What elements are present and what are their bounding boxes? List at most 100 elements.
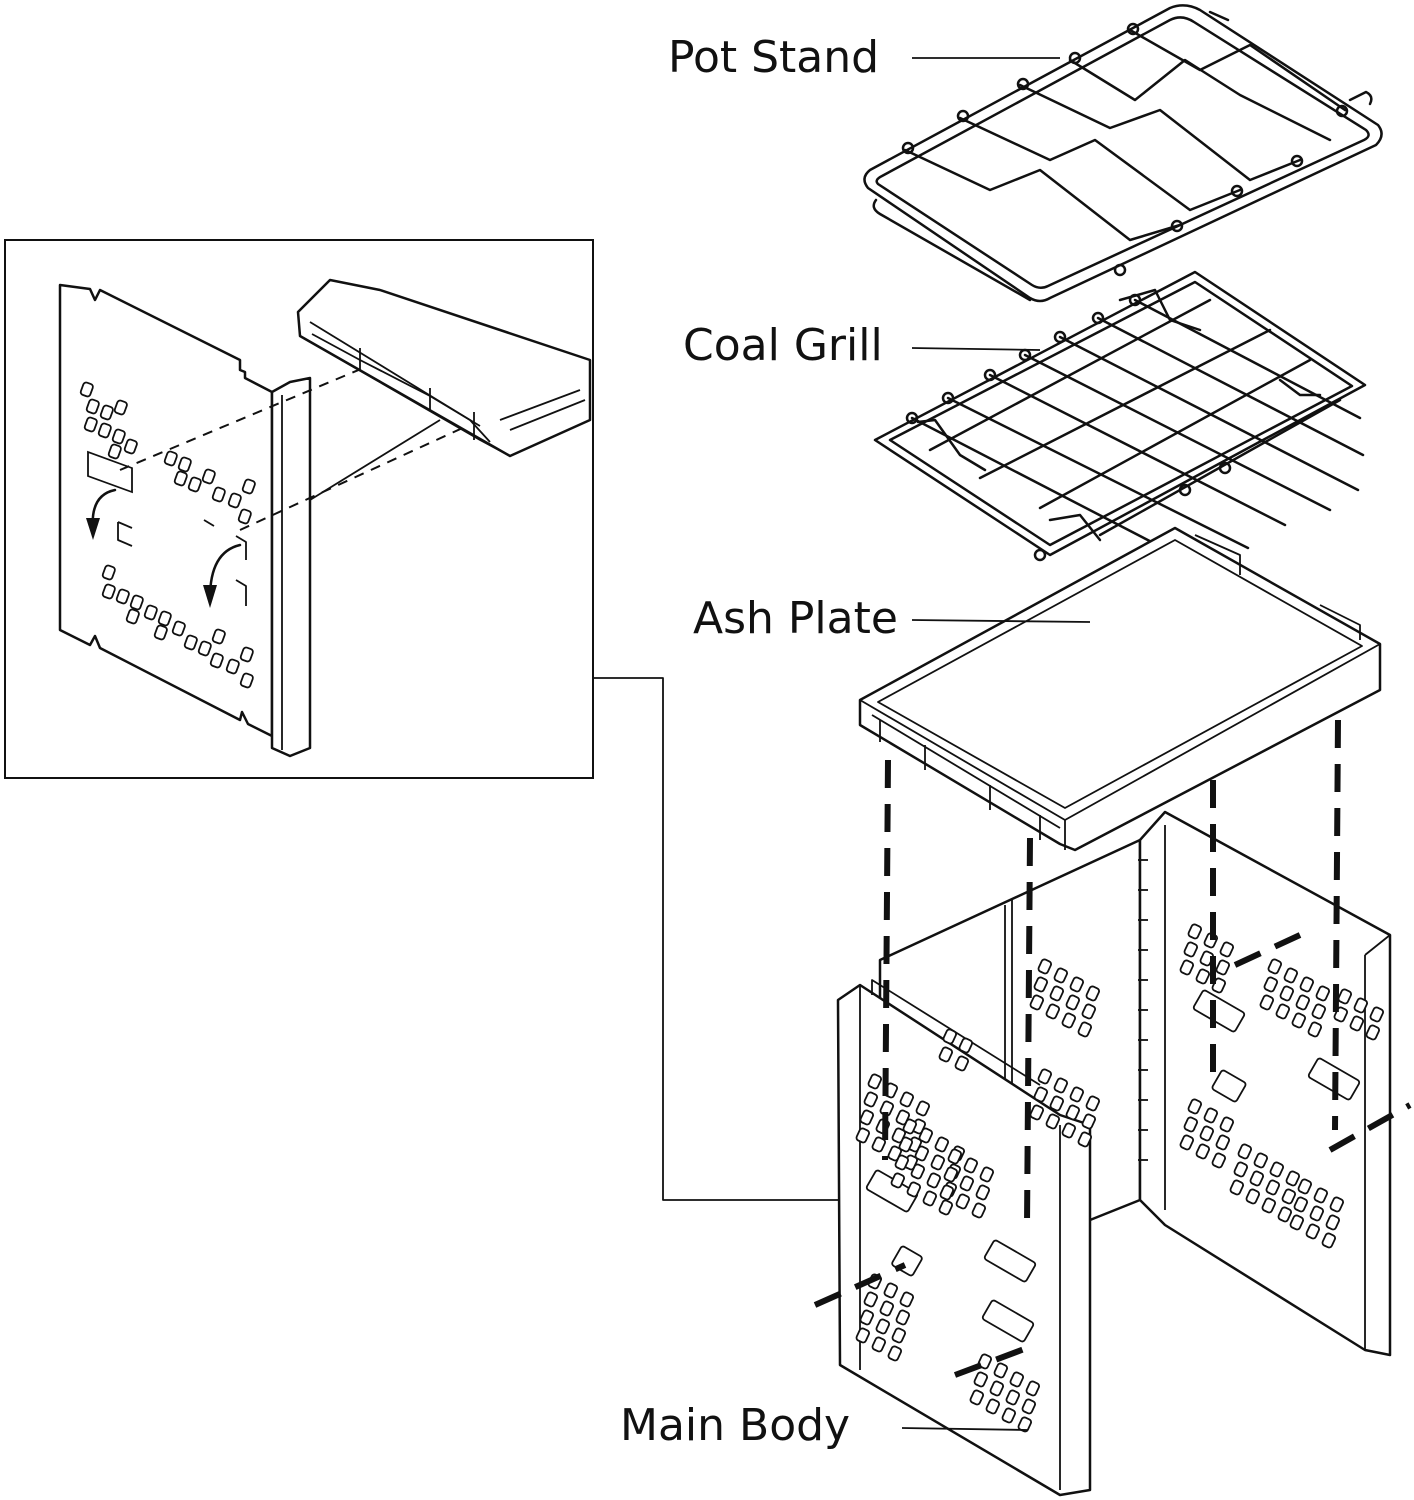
- vent-hole: [1349, 1015, 1364, 1032]
- vent-hole: [1265, 1179, 1280, 1196]
- vent-hole: [918, 1127, 933, 1144]
- vent-hole: [883, 1282, 898, 1299]
- vent-hole: [890, 1172, 905, 1189]
- vent-hole: [1037, 1068, 1052, 1085]
- vent-hole: [1085, 985, 1100, 1002]
- vent-hole: [1215, 1134, 1230, 1151]
- inset-side-panel: [58, 283, 481, 758]
- vent-hole: [943, 1166, 958, 1183]
- vent-hole: [963, 1157, 978, 1174]
- vent-hole: [1267, 958, 1282, 975]
- vent-hole: [1229, 1179, 1244, 1196]
- vent-hole: [1081, 1003, 1096, 1020]
- vent-hole: [1065, 994, 1080, 1011]
- ash-plate-leader: [911, 619, 1091, 623]
- vent-hole: [1281, 1188, 1296, 1205]
- vent-hole: [1081, 1113, 1096, 1130]
- vent-hole: [863, 1091, 878, 1108]
- vent-hole: [1291, 1012, 1306, 1029]
- main-body-vent-holes: [855, 923, 1384, 1433]
- vent-hole: [1337, 988, 1352, 1005]
- vent-hole: [938, 1199, 953, 1216]
- vent-hole: [934, 1136, 949, 1153]
- arrow-head-icon: [203, 585, 217, 608]
- vent-hole: [1249, 1170, 1264, 1187]
- vent-hole: [894, 1154, 909, 1171]
- vent-hole: [1021, 1398, 1036, 1415]
- vent-hole: [1009, 1371, 1024, 1388]
- vent-hole: [955, 1193, 970, 1210]
- vent-hole: [1283, 967, 1298, 984]
- vent-hole: [1275, 1003, 1290, 1020]
- vent-hole: [938, 1046, 953, 1063]
- vent-hole: [1049, 985, 1064, 1002]
- vent-hole: [910, 1163, 925, 1180]
- vent-hole: [1259, 994, 1274, 1011]
- vent-hole: [887, 1345, 902, 1362]
- vent-hole: [895, 1309, 910, 1326]
- vent-hole: [942, 1028, 957, 1045]
- vent-hole: [1183, 1116, 1198, 1133]
- vent-hole: [1183, 941, 1198, 958]
- vent-hole: [1195, 1143, 1210, 1160]
- vent-hole: [1321, 1232, 1336, 1249]
- vent-hole: [1029, 994, 1044, 1011]
- main-body-leader: [901, 1427, 1029, 1431]
- vent-hole: [1313, 1187, 1328, 1204]
- vent-hole: [1329, 1196, 1344, 1213]
- vent-hole: [1215, 959, 1230, 976]
- coal-grill-label: Coal Grill: [683, 320, 883, 371]
- main-body-label: Main Body: [620, 1400, 850, 1451]
- vent-hole: [1353, 997, 1368, 1014]
- vent-hole: [1061, 1122, 1076, 1139]
- vent-hole: [1263, 976, 1278, 993]
- vent-hole: [1085, 1095, 1100, 1112]
- vent-hole: [875, 1318, 890, 1335]
- vent-hole: [1293, 1196, 1308, 1213]
- vent-hole: [1053, 1077, 1068, 1094]
- vent-hole: [1211, 1152, 1226, 1169]
- vent-hole: [1179, 1134, 1194, 1151]
- vent-hole: [975, 1184, 990, 1201]
- vent-hole: [1295, 994, 1310, 1011]
- arrow-head-icon: [86, 518, 100, 540]
- vent-hole: [1311, 1003, 1326, 1020]
- vent-hole: [1033, 976, 1048, 993]
- vent-hole: [863, 1291, 878, 1308]
- ash-plate: [858, 526, 1382, 852]
- vent-hole: [898, 1136, 913, 1153]
- vent-hole: [1005, 1389, 1020, 1406]
- vent-hole: [855, 1327, 870, 1344]
- vent-hole: [1049, 1095, 1064, 1112]
- vent-hole: [1285, 1170, 1300, 1187]
- vent-hole: [1261, 1197, 1276, 1214]
- vent-hole: [1033, 1086, 1048, 1103]
- vent-hole: [959, 1175, 974, 1192]
- vent-hole: [993, 1362, 1008, 1379]
- vent-hole: [989, 1380, 1004, 1397]
- vent-hole: [1297, 1178, 1312, 1195]
- vent-hole: [973, 1371, 988, 1388]
- vent-hole: [1045, 1113, 1060, 1130]
- vent-hole: [859, 1109, 874, 1126]
- vent-hole: [954, 1055, 969, 1072]
- vent-hole: [914, 1145, 929, 1162]
- vent-hole: [1195, 968, 1210, 985]
- vent-hole: [1077, 1021, 1092, 1038]
- vent-hole: [1025, 1380, 1040, 1397]
- vent-hole: [1069, 1086, 1084, 1103]
- vent-hole: [977, 1353, 992, 1370]
- inset-slot-upper: [87, 450, 133, 494]
- vent-hole: [926, 1172, 941, 1189]
- vent-hole: [1061, 1012, 1076, 1029]
- vent-hole: [1053, 967, 1068, 984]
- assembly-guide-lines: [813, 719, 1412, 1378]
- vent-hole: [891, 1327, 906, 1344]
- vent-hole: [979, 1166, 994, 1183]
- vent-hole: [1219, 941, 1234, 958]
- vent-hole: [855, 1127, 870, 1144]
- vent-hole: [899, 1091, 914, 1108]
- inset-slot-lower: [117, 521, 133, 547]
